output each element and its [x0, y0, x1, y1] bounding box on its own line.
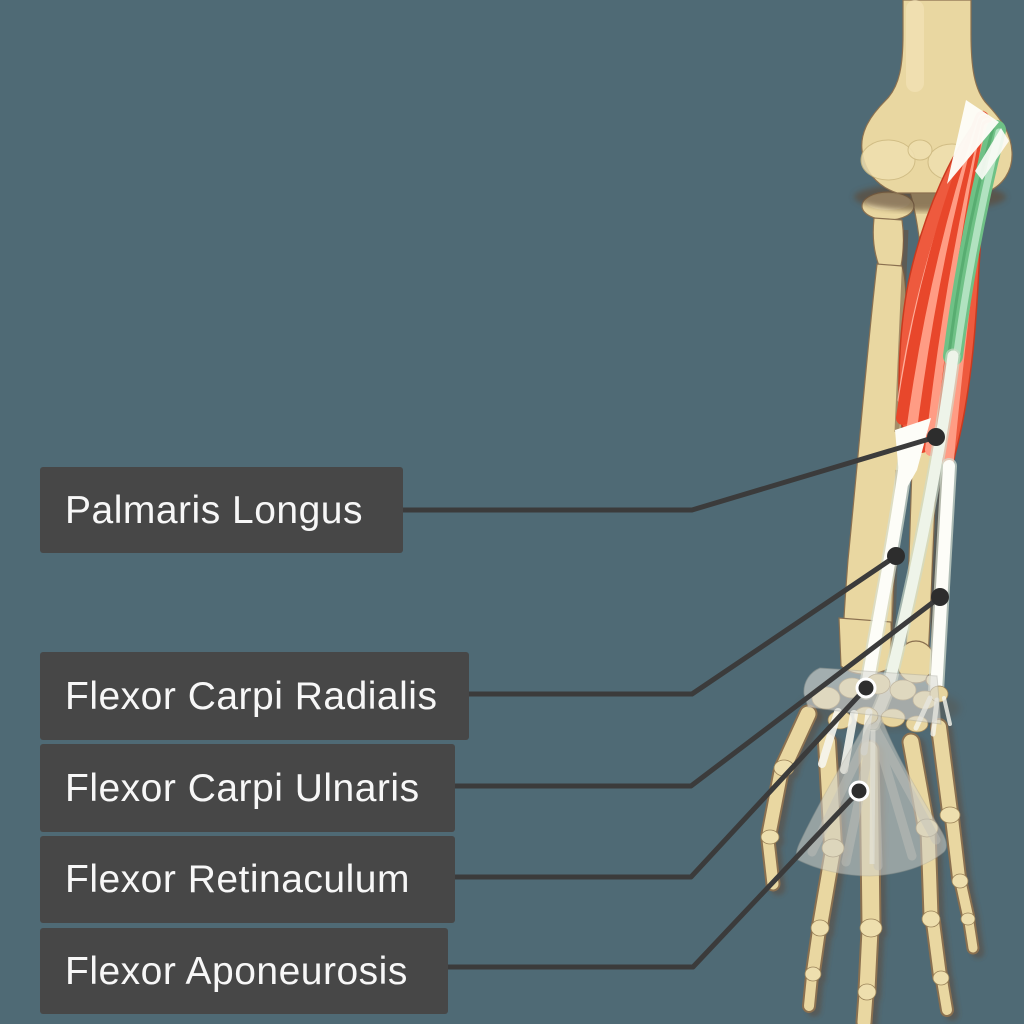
label-flexor-retinaculum-text: Flexor Retinaculum — [65, 858, 410, 901]
label-flexor-retinaculum[interactable]: Flexor Retinaculum — [40, 836, 455, 923]
pointer-dot-flexor-carpi-ulnaris — [931, 588, 949, 606]
flexor-carpi-ulnaris-tendon — [928, 458, 957, 700]
leader-line-flexor-retinaculum — [455, 686, 868, 880]
label-palmaris-longus-text: Palmaris Longus — [65, 488, 363, 532]
label-flexor-carpi-ulnaris-text: Flexor Carpi Ulnaris — [65, 766, 420, 810]
pointer-dot-flexor-aponeurosis — [848, 780, 870, 802]
label-flexor-carpi-radialis[interactable]: Flexor Carpi Radialis — [40, 652, 469, 740]
label-flexor-aponeurosis-text: Flexor Aponeurosis — [65, 949, 408, 993]
leader-line-flexor-carpi-radialis — [469, 553, 898, 697]
leader-line-palmaris-longus — [403, 434, 937, 513]
label-palmaris-longus[interactable]: Palmaris Longus — [40, 467, 403, 553]
leader-line-flexor-carpi-ulnaris — [455, 595, 942, 789]
leader-line-flexor-aponeurosis — [448, 789, 861, 970]
flexor-carpi-radialis-tendon — [858, 418, 931, 700]
pointer-dot-flexor-carpi-radialis — [887, 547, 905, 565]
pointer-dot-palmaris-longus — [927, 428, 945, 446]
label-flexor-carpi-radialis-text: Flexor Carpi Radialis — [65, 674, 438, 718]
pointer-dot-flexor-retinaculum — [855, 677, 877, 699]
label-flexor-carpi-ulnaris[interactable]: Flexor Carpi Ulnaris — [40, 744, 455, 832]
leader-lines — [403, 428, 949, 970]
palmar-aponeurosis-fascia — [795, 713, 947, 877]
muscle-origin-tendon — [947, 100, 1009, 184]
label-flexor-aponeurosis[interactable]: Flexor Aponeurosis — [40, 928, 448, 1014]
